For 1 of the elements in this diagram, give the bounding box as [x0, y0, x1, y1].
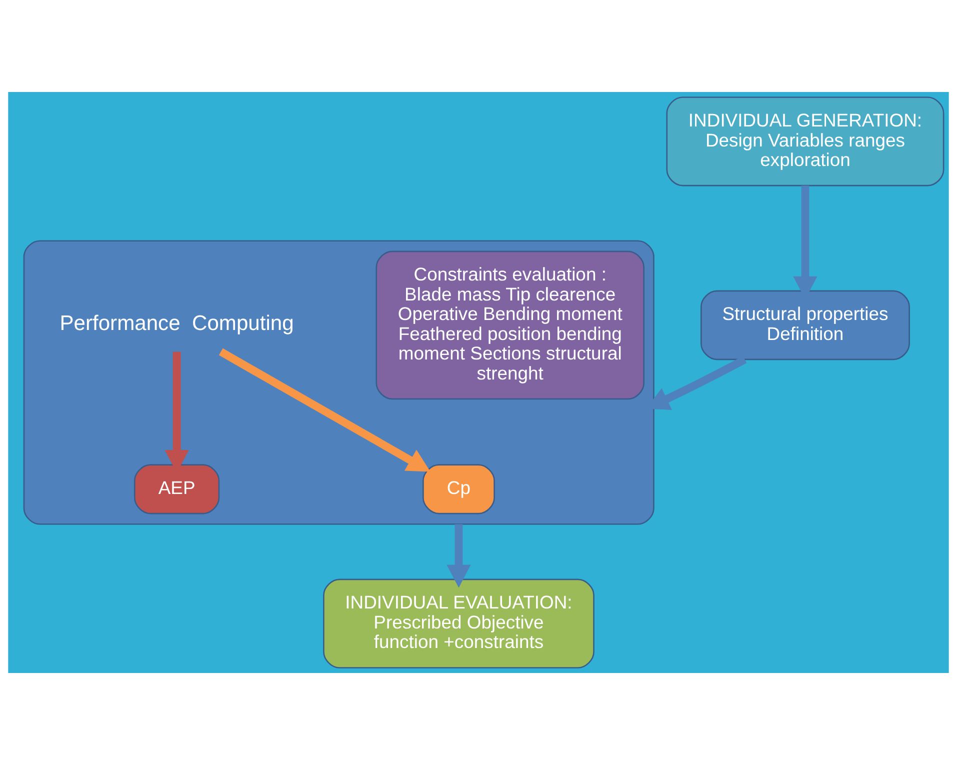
- node-text: Performance Computing: [60, 312, 294, 335]
